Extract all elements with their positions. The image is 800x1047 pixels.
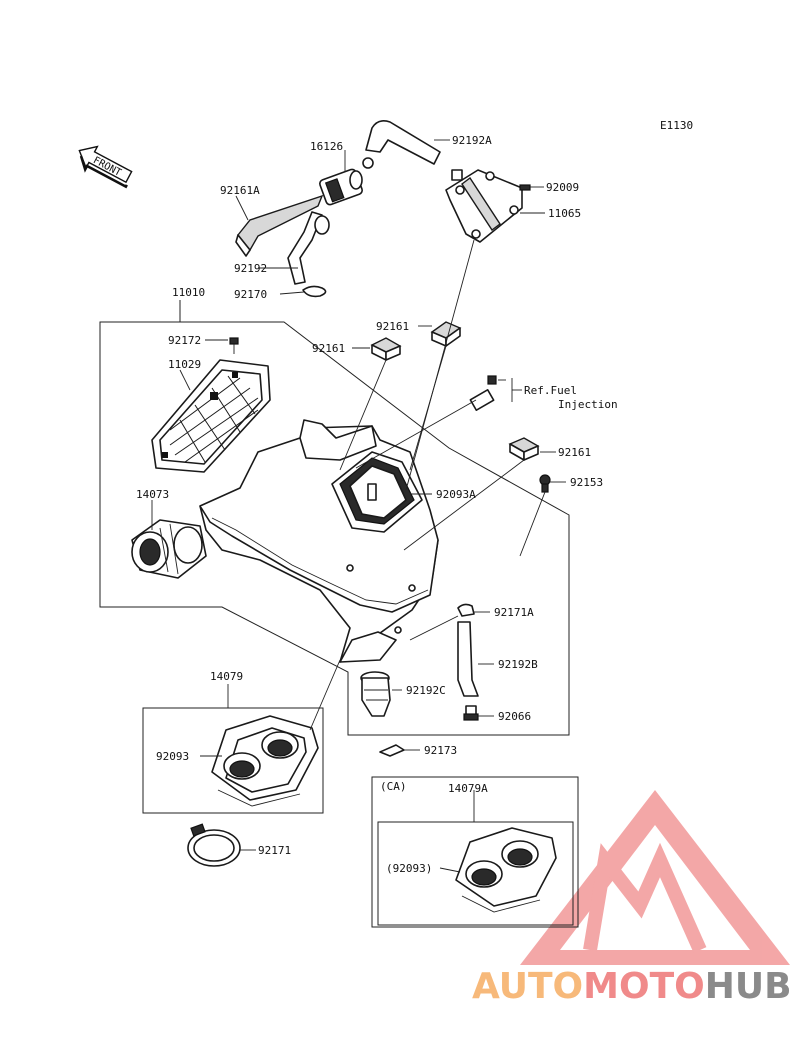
clip-92173 xyxy=(379,744,405,757)
label-14073: 14073 xyxy=(136,488,169,501)
hose-clip xyxy=(362,157,374,169)
assembly-frame-ca xyxy=(371,776,579,928)
label-92009: 92009 xyxy=(546,181,579,194)
hose-92192A xyxy=(365,120,441,165)
label-16126: 16126 xyxy=(310,140,343,153)
label-92066: 92066 xyxy=(498,710,531,723)
label-92093-ca: (92093) xyxy=(386,862,432,875)
watermark-text: AUTOMOTOHUB xyxy=(472,966,792,1007)
label-92192A: 92192A xyxy=(452,134,492,147)
duct-14073 xyxy=(131,519,207,579)
label-92093: 92093 xyxy=(156,750,189,763)
label-92093A: 92093A xyxy=(436,488,476,501)
label-14079A: 14079A xyxy=(448,782,488,795)
bolt-92153 xyxy=(539,474,551,493)
filter-element-11029 xyxy=(151,359,271,473)
label-92172: 92172 xyxy=(168,334,201,347)
hose-end xyxy=(314,215,330,235)
clamp-92171 xyxy=(187,823,241,867)
screw-92009 xyxy=(519,184,544,191)
hose-92192B xyxy=(457,621,479,697)
assembly-frame-14079 xyxy=(142,707,324,814)
plug-92192C xyxy=(360,671,391,717)
label-92170: 92170 xyxy=(234,288,267,301)
label-11065: 11065 xyxy=(548,207,581,220)
cover-14079 xyxy=(211,715,319,807)
label-11010: 11010 xyxy=(172,286,205,299)
label-92192C: 92192C xyxy=(406,684,446,697)
assembly-frame-11010 xyxy=(99,300,570,736)
label-92161-top: 92161 xyxy=(376,320,409,333)
label-92161A: 92161A xyxy=(220,184,260,197)
label-92192B: 92192B xyxy=(498,658,538,671)
pad-92161-left xyxy=(370,337,402,361)
cover-11065 xyxy=(445,169,523,243)
clamp-92170 xyxy=(302,285,327,298)
cover-14079A xyxy=(455,827,557,913)
label-92171A: 92171A xyxy=(494,606,534,619)
valve-16126 xyxy=(319,168,363,206)
pad-92161-right xyxy=(508,437,540,461)
diagram-code: E1130 xyxy=(660,119,693,132)
label-92153: 92153 xyxy=(570,476,603,489)
label-ref-injection: Injection xyxy=(558,398,618,411)
label-92161-left: 92161 xyxy=(312,342,345,355)
clip-92171A xyxy=(457,603,475,617)
air-box-housing xyxy=(199,419,439,663)
label-11029: 11029 xyxy=(168,358,201,371)
pad-92161A xyxy=(235,194,324,257)
leader-lines xyxy=(151,139,566,873)
label-92173: 92173 xyxy=(424,744,457,757)
watermark-logo xyxy=(520,790,790,965)
screw-92172 xyxy=(229,337,239,354)
plug-92066 xyxy=(463,705,479,721)
label-ca: (CA) xyxy=(380,780,407,793)
label-92161-right: 92161 xyxy=(558,446,591,459)
front-arrow-icon: FRONT xyxy=(78,145,133,189)
assembly-frame-14079A xyxy=(377,821,574,926)
label-14079: 14079 xyxy=(210,670,243,683)
label-92171: 92171 xyxy=(258,844,291,857)
label-ref-fuel: Ref.Fuel xyxy=(524,384,577,397)
fuel-injection-connector xyxy=(469,375,506,411)
label-92192: 92192 xyxy=(234,262,267,275)
